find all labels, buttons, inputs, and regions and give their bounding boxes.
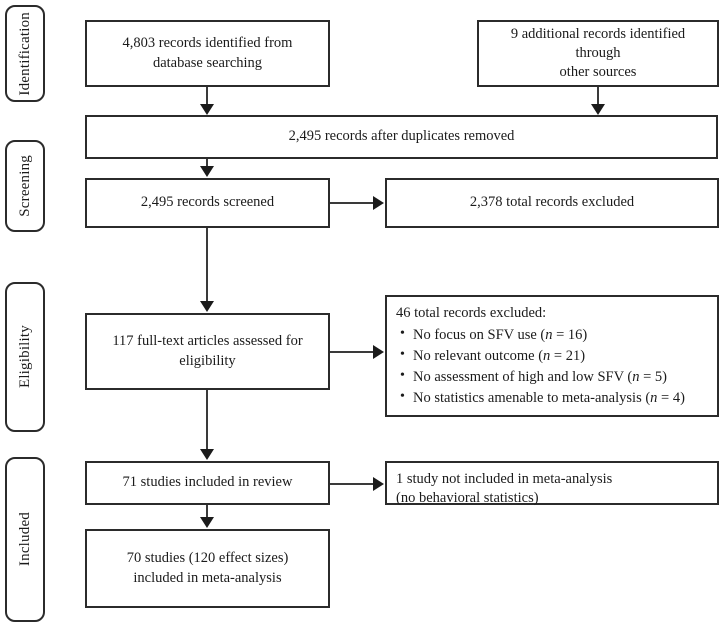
node-study-not-included: 1 study not included in meta-analysis (n… <box>385 461 719 507</box>
node-study-not-included-text: 1 study not included in meta-analysis (n… <box>396 471 613 507</box>
arrow-fulltext-to-review <box>200 449 214 460</box>
node-records-screened: 2,495 records screened <box>85 178 330 228</box>
node-after-duplicates: 2,495 records after duplicates removed <box>85 115 718 159</box>
connector-review-to-meta <box>206 505 208 519</box>
node-records-screened-text: 2,495 records screened <box>140 194 275 211</box>
arrow-duplicates-to-screened <box>200 166 214 177</box>
exclusion-reason-item: No assessment of high and low SFV (n = 5… <box>396 366 708 388</box>
node-records-identified-text: 4,803 records identified from database s… <box>122 35 293 71</box>
node-studies-in-meta-text: 70 studies (120 effect sizes) included i… <box>126 550 289 586</box>
connector-identified-to-duplicates <box>206 87 208 106</box>
arrow-additional-to-duplicates <box>591 104 605 115</box>
arrow-review-to-not-included <box>373 477 384 491</box>
connector-screened-to-fulltext <box>206 228 208 305</box>
stage-label-included: Included <box>5 457 45 622</box>
exclusion-reason-item: No statistics amenable to meta-analysis … <box>396 387 708 409</box>
node-fulltext-excluded-title: 46 total records excluded: <box>396 305 547 321</box>
exclusion-reason-list: No focus on SFV use (n = 16) No relevant… <box>396 324 708 410</box>
connector-additional-to-duplicates <box>597 87 599 106</box>
arrow-identified-to-duplicates <box>200 104 214 115</box>
stage-label-identification-text: Identification <box>16 11 33 96</box>
connector-duplicates-to-screened <box>206 159 208 168</box>
node-additional-records: 9 additional records identified through … <box>477 20 719 87</box>
exclusion-reason-item: No focus on SFV use (n = 16) <box>396 324 708 346</box>
node-studies-in-review-text: 71 studies included in review <box>122 474 293 491</box>
stage-label-eligibility-text: Eligibility <box>16 325 33 389</box>
node-after-duplicates-text: 2,495 records after duplicates removed <box>288 128 515 145</box>
node-records-excluded: 2,378 total records excluded <box>385 178 719 228</box>
stage-label-included-text: Included <box>16 512 33 567</box>
node-fulltext-assessed-text: 117 full-text articles assessed for elig… <box>112 333 303 369</box>
arrow-review-to-meta <box>200 517 214 528</box>
stage-label-eligibility: Eligibility <box>5 282 45 432</box>
arrow-fulltext-to-excluded <box>373 345 384 359</box>
exclusion-reason-item: No relevant outcome (n = 21) <box>396 345 708 367</box>
stage-label-screening: Screening <box>5 140 45 232</box>
connector-fulltext-to-review <box>206 390 208 450</box>
arrow-screened-to-excluded <box>373 196 384 210</box>
node-studies-in-meta: 70 studies (120 effect sizes) included i… <box>85 529 330 608</box>
node-fulltext-excluded-content: 46 total records excluded: No focus on S… <box>396 304 708 409</box>
node-records-excluded-text: 2,378 total records excluded <box>469 194 635 211</box>
node-fulltext-excluded: 46 total records excluded: No focus on S… <box>385 295 719 417</box>
node-studies-in-review: 71 studies included in review <box>85 461 330 505</box>
stage-label-screening-text: Screening <box>16 155 33 217</box>
node-fulltext-assessed: 117 full-text articles assessed for elig… <box>85 313 330 390</box>
node-records-identified: 4,803 records identified from database s… <box>85 20 330 87</box>
connector-review-to-not-included <box>330 483 375 485</box>
connector-screened-to-excluded <box>330 202 375 204</box>
connector-fulltext-to-excluded <box>330 351 375 353</box>
arrow-screened-to-fulltext <box>200 301 214 312</box>
node-additional-records-text: 9 additional records identified through … <box>510 25 686 81</box>
stage-label-identification: Identification <box>5 5 45 102</box>
